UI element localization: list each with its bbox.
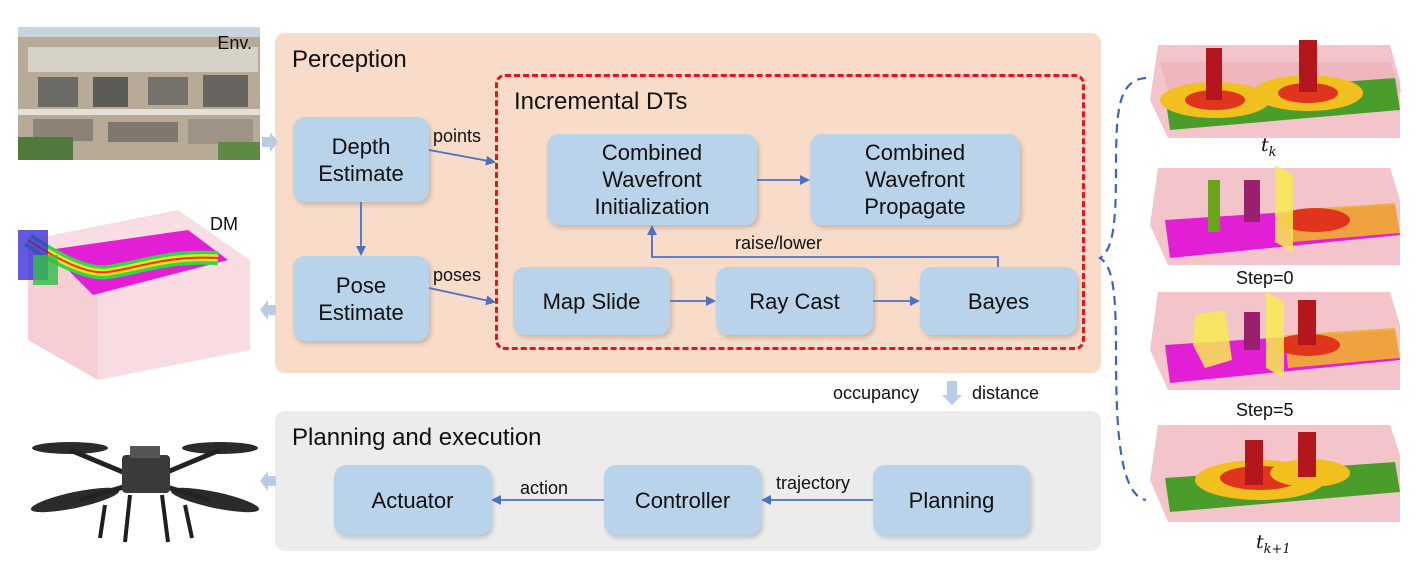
arrow-depth-to-incremental [428,149,496,166]
trajectory-label: trajectory [776,473,851,493]
arrow-bayes-to-init [647,225,999,267]
perception-to-dm-arrow [260,300,276,320]
right-brace [1098,76,1147,502]
planning-title: Planning and execution [292,424,542,451]
env-photo: Env. [18,27,260,160]
dm-map-image: DM [18,200,260,380]
wavefront-propagate-box: Combined Wavefront Propagate [810,134,1020,225]
dm-map-illustration [18,210,250,380]
ray-cast-box: Ray Cast [716,267,873,335]
incremental-dts-title: Incremental DTs [514,88,688,115]
occupancy-down-arrow [942,381,962,405]
caption-step0: Step=0 [1236,268,1294,288]
poses-label: poses [433,265,482,285]
incremental-dts-frame [495,74,1085,350]
perception-title: Perception [292,46,407,73]
bayes-box: Bayes [920,267,1077,335]
wavefront-initialization-box: Combined Wavefront Initialization [547,134,757,225]
planning-box: Planning [873,465,1030,535]
occupancy-label: occupancy [833,383,920,403]
env-building-illustration [18,27,260,160]
action-label: action [520,478,569,498]
points-label: points [433,126,482,146]
env-to-perception-arrow [262,132,278,152]
raise-lower-label: raise/lower [735,233,823,253]
caption-tk1: tk+1 [1256,531,1291,557]
depth-estimate-box: Depth Estimate [293,117,429,202]
drone-image [30,420,260,550]
dm-label: DM [210,214,238,234]
arrow-pose-to-incremental [428,287,496,306]
map-slide-box: Map Slide [513,267,670,335]
actuator-box: Actuator [334,465,491,535]
env-label: Env. [217,33,252,53]
drone-illustration [30,442,260,543]
controller-box: Controller [604,465,761,535]
pose-estimate-box: Pose Estimate [293,256,429,341]
distance-label: distance [972,383,1040,403]
planning-to-drone-arrow [260,471,276,491]
caption-tk: tk [1261,134,1277,160]
caption-step5: Step=5 [1236,400,1294,420]
